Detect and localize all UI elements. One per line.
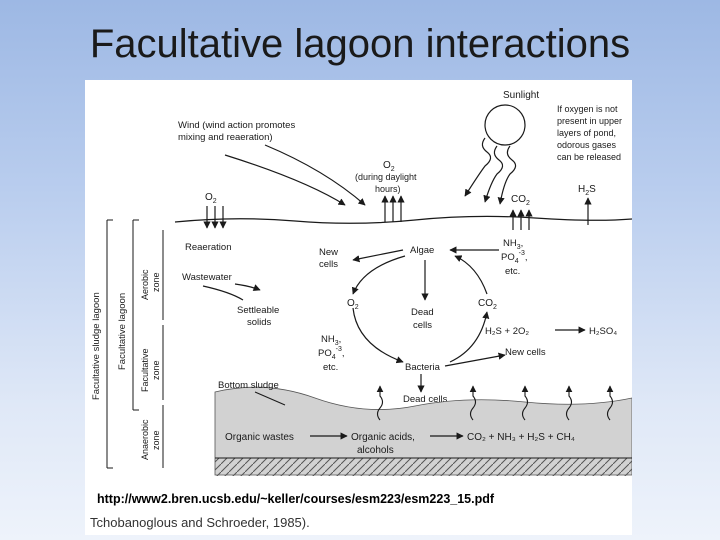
sunray-1	[464, 137, 492, 197]
nutrients-left: NH3, PO4-3, etc.	[318, 334, 345, 373]
dead-cells-bottom: Dead cells	[403, 394, 448, 405]
bacteria-label: Bacteria	[405, 362, 441, 373]
svg-text:Wind (wind action promotes: Wind (wind action promotes	[178, 120, 295, 131]
source-url[interactable]: http://www2.bren.ucsb.edu/~keller/course…	[95, 492, 497, 506]
wastewater-label: Wastewater	[182, 272, 232, 283]
figure-caption: Tchobanoglous and Schroeder, 1985).	[90, 515, 310, 530]
algae-label: Algae	[410, 245, 434, 256]
o2-cycle-label: O2	[347, 298, 359, 311]
sun-icon	[484, 104, 526, 146]
svg-text:mixing and reaeration): mixing and reaeration)	[178, 132, 273, 143]
gas-arrow-5	[606, 385, 614, 421]
oxygen-note: If oxygen is not present in upper layers…	[557, 104, 622, 162]
zone-brackets	[106, 219, 164, 469]
wind-arrow-2	[264, 144, 366, 206]
svg-text:PO4-3,: PO4-3,	[501, 250, 528, 265]
water-surface-line	[174, 215, 632, 224]
h2s-reaction: H₂S + 2O₂	[485, 326, 529, 337]
sludge-pointer	[254, 391, 286, 406]
dead-cells-mid-2: cells	[413, 320, 432, 331]
sunlight-label: Sunlight	[503, 90, 539, 101]
settleable-line2: solids	[247, 317, 272, 328]
zone-aerobic-2: zone	[151, 272, 161, 292]
o2-reaeration-symbol: O2	[205, 192, 217, 205]
svg-text:PO4-3,: PO4-3,	[318, 346, 345, 361]
svg-text:If oxygen is not: If oxygen is not	[557, 104, 618, 114]
organic-acids-1: Organic acids,	[351, 432, 415, 443]
new-cells-left-1: New	[319, 247, 338, 258]
wastewater-arrow-2	[202, 285, 244, 301]
organic-acids-2: alcohols	[357, 445, 394, 456]
zone-facultative-lagoon: Facultative lagoon	[117, 293, 128, 370]
bacteria-to-newcells-arrow	[444, 352, 506, 367]
svg-text:present in upper: present in upper	[557, 116, 622, 126]
dead-cells-mid-1: Dead	[411, 307, 434, 318]
reaction-product: H₂SO₄	[589, 326, 617, 337]
svg-text:can be released: can be released	[557, 152, 621, 162]
zone-facultative-1: Facultative	[140, 348, 150, 392]
gas-arrow-3	[521, 385, 529, 421]
wastewater-arrow	[234, 283, 261, 291]
svg-text:NH3,: NH3,	[321, 334, 341, 347]
co2-cycle-label: CO2	[478, 298, 497, 311]
products-label: CO₂ + NH₃ + H₂S + CH₄	[467, 432, 575, 443]
wind-arrow-1	[224, 154, 346, 206]
cycle-o2-to-bacteria	[352, 307, 404, 364]
slide-title: Facultative lagoon interactions	[89, 22, 631, 66]
cycle-co2-to-algae	[454, 255, 488, 295]
h2s-surface-symbol: H2S	[578, 184, 596, 197]
zone-facultative-sludge-lagoon: Facultative sludge lagoon	[91, 292, 102, 400]
o2-daylight-line2: hours)	[375, 184, 401, 194]
sunray-2	[483, 145, 504, 203]
sludge-layer	[214, 386, 632, 476]
settleable-line1: Settleable	[237, 305, 279, 316]
new-cells-right: New cells	[505, 347, 546, 358]
gas-arrow-4	[565, 385, 573, 421]
zone-anaerobic-2: zone	[151, 430, 161, 450]
lagoon-bottom-hatch	[215, 458, 632, 476]
o2-daylight-line1: (during daylight	[355, 172, 417, 182]
gas-arrow-1	[376, 385, 384, 421]
bottom-sludge-label: Bottom sludge	[218, 380, 279, 391]
svg-text:etc.: etc.	[323, 362, 338, 373]
lagoon-diagram: Sunlight If oxygen is not present in upp…	[85, 80, 632, 535]
zone-facultative-2: zone	[151, 360, 161, 380]
zone-anaerobic-1: Anaerobic	[140, 419, 150, 460]
sunray-3	[497, 145, 517, 205]
reaeration-label: Reaeration	[185, 242, 231, 253]
nutrients-top: NH3, PO4-3, etc.	[501, 238, 528, 277]
organic-wastes-label: Organic wastes	[225, 432, 294, 443]
svg-text:NH3,: NH3,	[503, 238, 523, 251]
cycle-algae-to-o2	[351, 255, 406, 295]
zone-aerobic-1: Aerobic	[140, 269, 150, 300]
new-cells-left-2: cells	[319, 259, 338, 270]
svg-text:layers of pond,: layers of pond,	[557, 128, 616, 138]
algae-to-newcells-arrow	[352, 249, 404, 263]
wind-label: Wind (wind action promotes mixing and re…	[178, 120, 295, 143]
o2-daylight-symbol: O2	[383, 160, 395, 173]
svg-text:odorous gases: odorous gases	[557, 140, 617, 150]
co2-surface-symbol: CO2	[511, 194, 530, 207]
cycle-bacteria-to-co2	[449, 311, 490, 363]
diagram-svg: Sunlight If oxygen is not present in upp…	[91, 90, 632, 476]
svg-text:etc.: etc.	[505, 266, 520, 277]
gas-arrow-2	[469, 385, 477, 421]
